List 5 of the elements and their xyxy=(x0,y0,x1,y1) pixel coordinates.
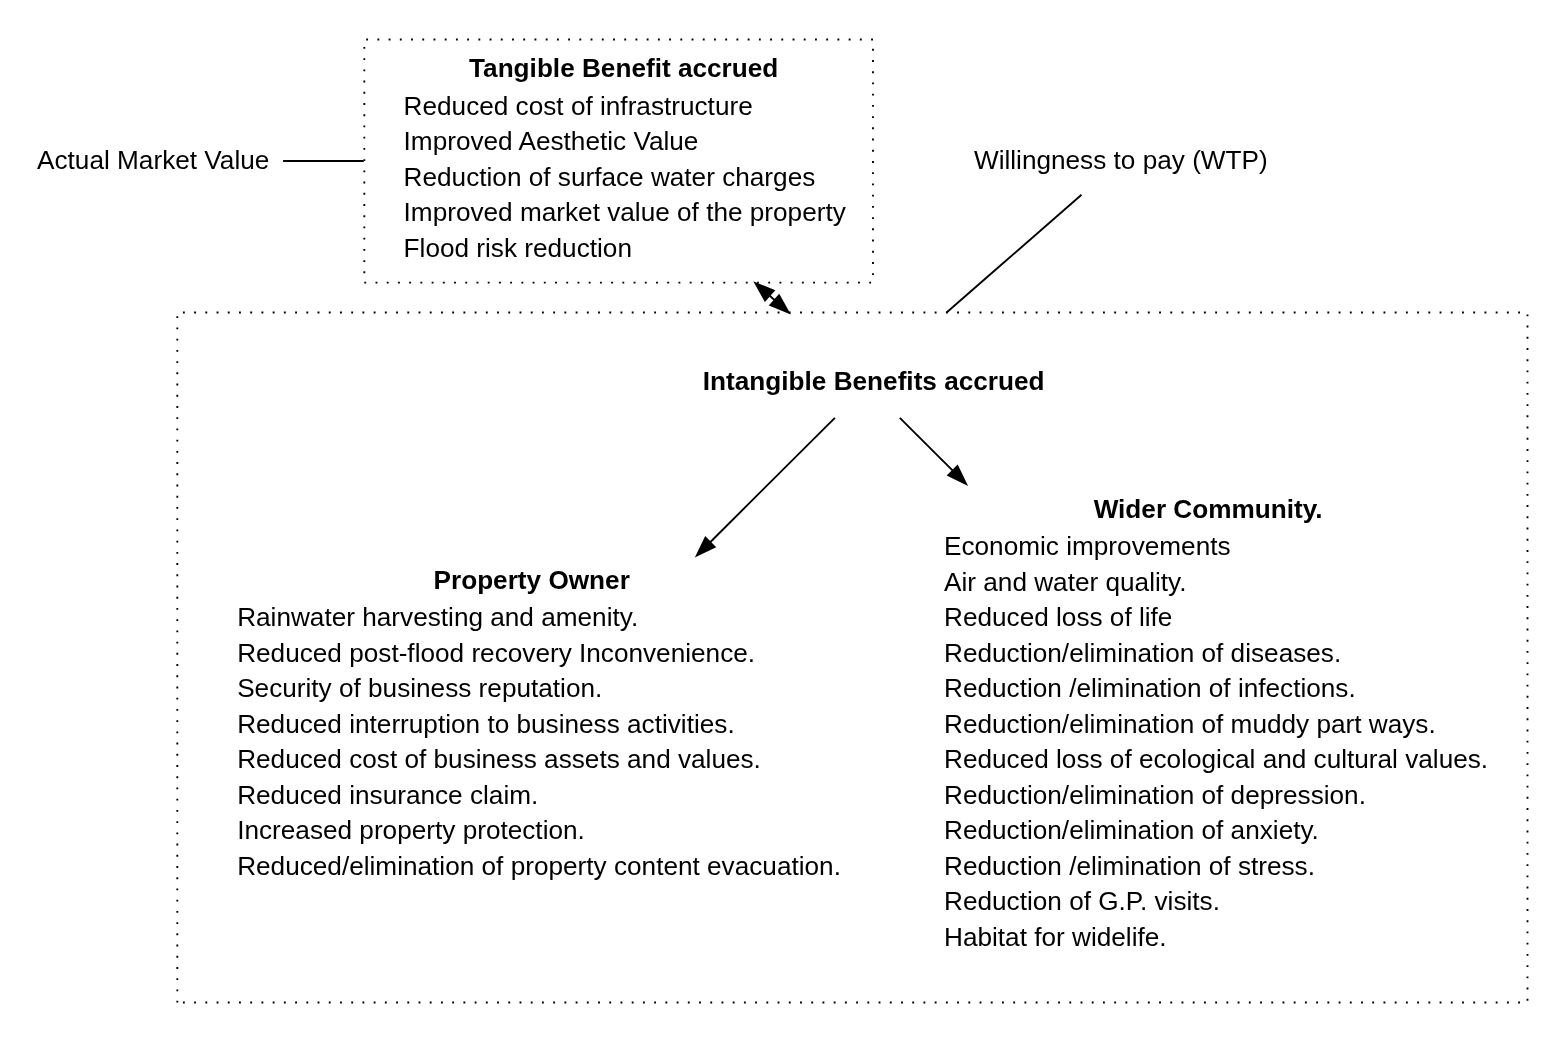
node-text: Property Owner Rainwater harvesting and amenity. Reduced post-flood recovery Inconvenience. Security of business reputation. Reduced interruption to business activities. Reduced cost of business assets and values. Reduced insurance claim. Increased property protection. Reduced/elimination of property content evacuation. xyxy=(237,564,841,881)
node-text: Willingness to pay (WTP) xyxy=(973,144,1268,175)
node-text: Intangible Benefits accrued xyxy=(702,365,1045,396)
node-text: Wider Community. Economic improvements Air and water quality. Reduced loss of life Reduction/elimination of diseases. Reduction /elimination of infections. Reduction/elimination of muddy part ways. Reduced loss of ecological and cultural values. Reduction/elimination of depression. Reduction/elimination of anxiety. Reduction /elimination of stress. Reduction of G.P. visits. Habitat for widelife. xyxy=(944,493,1489,952)
node-text: Actual Market Value xyxy=(37,144,270,175)
